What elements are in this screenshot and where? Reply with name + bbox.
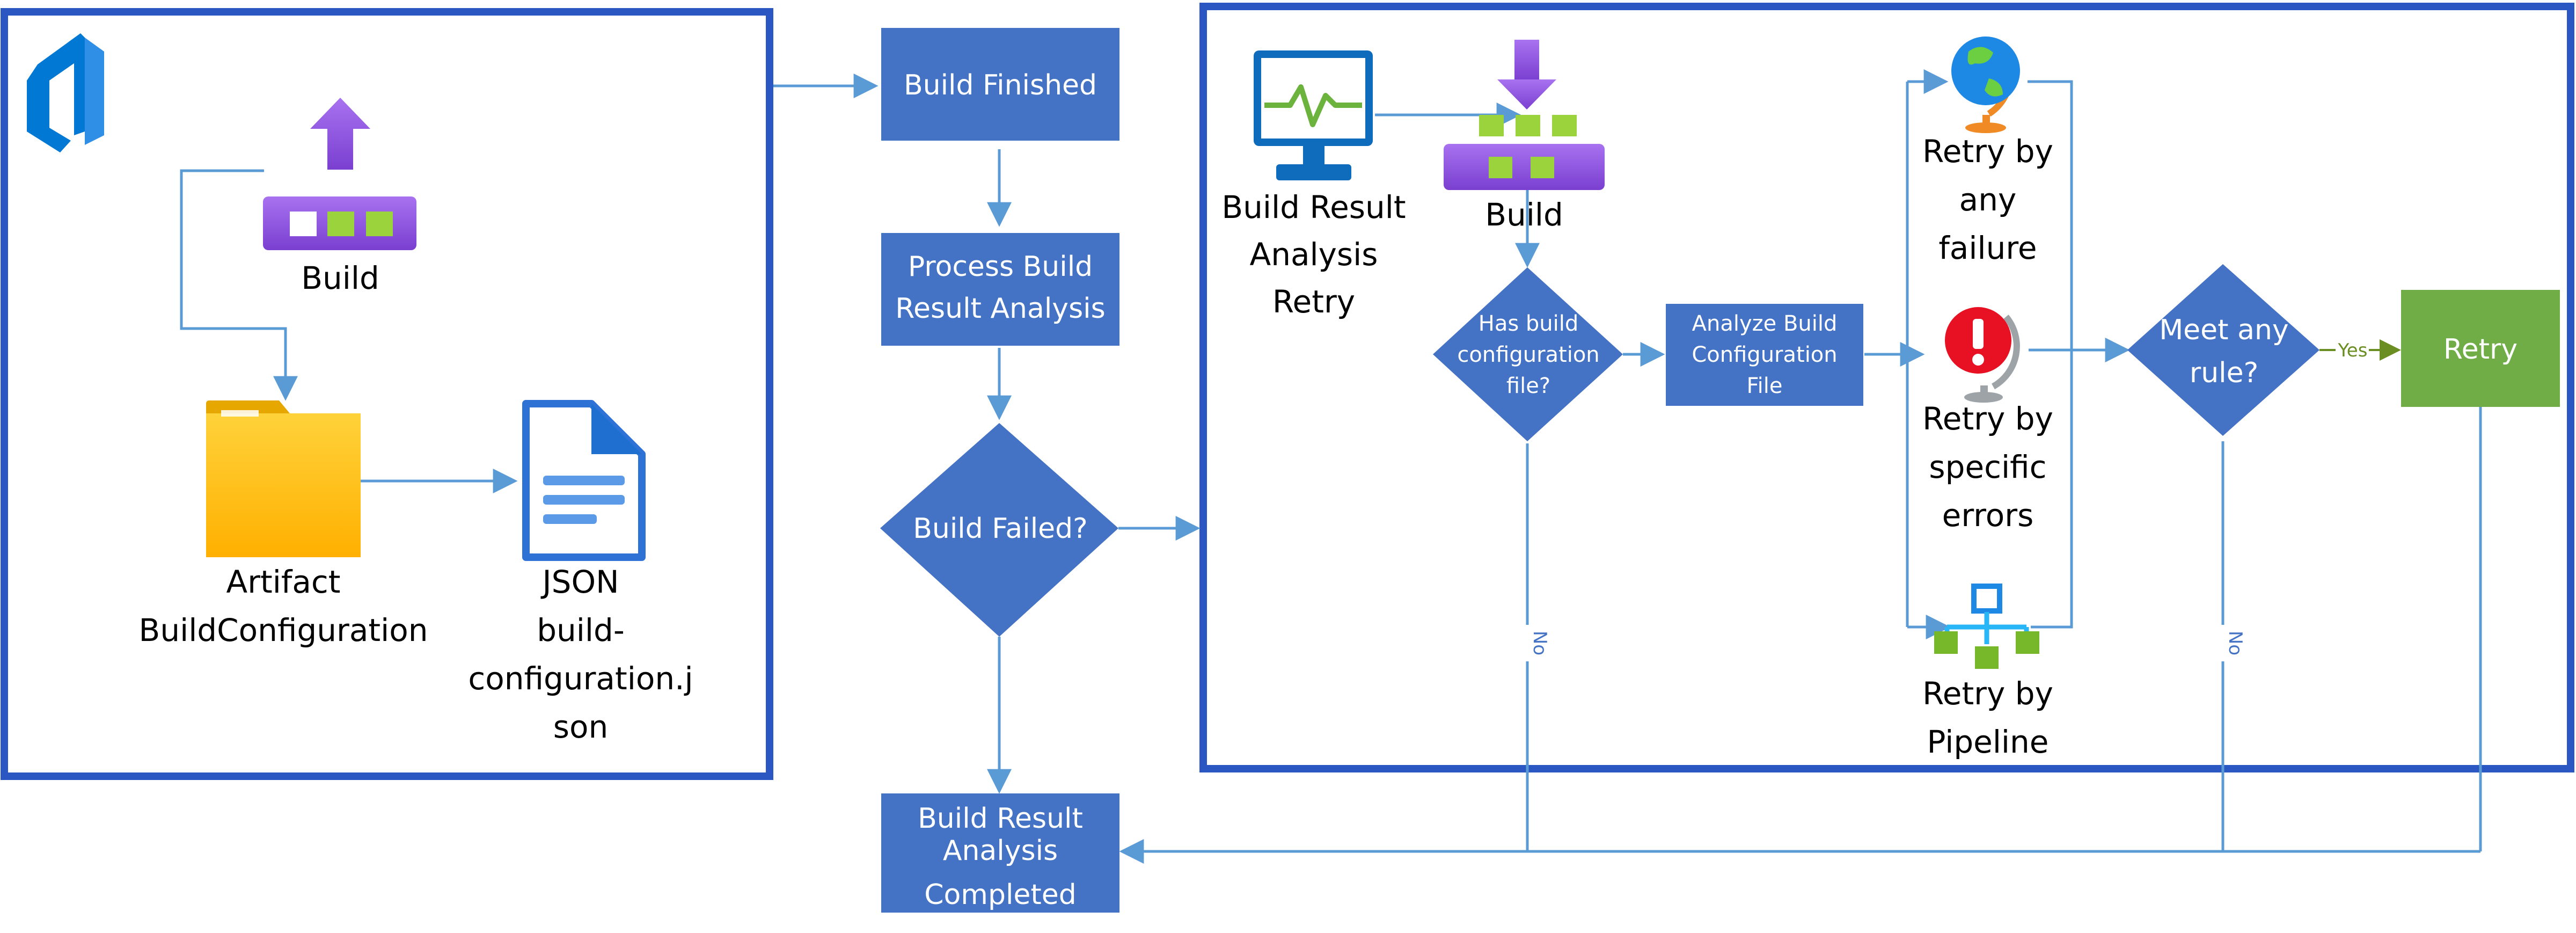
retry-title-line-3: Retry (1272, 283, 1355, 320)
artifact-label-line-2: BuildConfiguration (139, 612, 428, 648)
analyze-config-line-2: Configuration (1692, 342, 1837, 367)
retry-specific-line-3: errors (1942, 497, 2034, 534)
json-label-line-4: son (553, 709, 608, 745)
analyze-config-line-3: File (1747, 374, 1783, 398)
build-finished-label: Build Finished (904, 69, 1097, 101)
process-analysis-line-2: Result Analysis (895, 293, 1105, 325)
yes-label-bg (2336, 340, 2369, 360)
meet-rule-diamond (2127, 264, 2319, 436)
completed-line-1: Build Result (918, 803, 1083, 835)
retry-action-box (2401, 290, 2560, 407)
globe-icon (1951, 37, 2020, 133)
retry-pipeline-line-2: Pipeline (1927, 724, 2049, 760)
json-document-icon (522, 400, 646, 561)
meet-rule-line-2: rule? (2190, 357, 2258, 389)
has-config-line-1: Has build (1479, 311, 1579, 336)
retry-build-label: Build (1485, 196, 1563, 233)
no-label-bg-2 (2211, 625, 2235, 661)
connector-build-to-artifact (180, 169, 298, 401)
retry-title-line-2: Analysis (1250, 236, 1378, 273)
left-panel-frame (1, 8, 773, 780)
build-download-icon (1444, 40, 1605, 190)
error-globe-icon (1945, 307, 2020, 403)
retry-specific-line-1: Retry by (1922, 400, 2053, 437)
build-finished-box (881, 28, 1119, 141)
retry-any-line-3: failure (1938, 230, 2037, 266)
has-config-diamond (1433, 267, 1623, 441)
retry-pipeline-line-1: Retry by (1922, 675, 2053, 712)
connectors (180, 69, 2482, 864)
json-label-line-3: configuration.j (468, 660, 693, 697)
analysis-completed-box (881, 793, 1119, 913)
retry-action-label: Retry (2443, 333, 2518, 366)
azure-devops-logo-icon (27, 33, 104, 152)
retry-specific-line-2: specific (1929, 449, 2046, 485)
process-analysis-box (881, 233, 1119, 346)
retry-panel-frame (1199, 3, 2574, 772)
build-failed-diamond (880, 423, 1118, 637)
has-config-line-3: file? (1506, 374, 1550, 398)
no-label-meet-rule: No (2224, 631, 2246, 655)
json-label-line-2: build- (537, 612, 625, 648)
monitor-icon (1254, 50, 1373, 180)
meet-rule-line-1: Meet any (2159, 314, 2288, 346)
analyze-config-line-1: Analyze Build (1692, 311, 1838, 336)
no-label-has-config: No (1529, 631, 1550, 655)
build-failed-label: Build Failed? (913, 513, 1088, 545)
completed-line-2: Analysis (943, 835, 1058, 867)
build-upload-icon (263, 98, 416, 250)
retry-any-line-2: any (1959, 181, 2017, 218)
json-label-line-1: JSON (541, 564, 619, 600)
completed-line-3: Completed (924, 879, 1077, 911)
no-label-bg-1 (1516, 625, 1539, 661)
artifact-folder-icon (206, 400, 361, 557)
pipeline-hierarchy-icon (1934, 584, 2039, 669)
process-analysis-line-1: Process Build (908, 251, 1093, 283)
yes-label-meet-rule: Yes (2338, 340, 2368, 361)
connector-merge-bracket (2028, 80, 2073, 629)
analyze-config-box (1666, 304, 1863, 406)
retry-title-line-1: Build Result (1221, 189, 1406, 225)
left-build-label: Build (301, 260, 379, 296)
has-config-line-2: configuration (1457, 342, 1599, 367)
artifact-label-line-1: Artifact (226, 564, 341, 600)
retry-any-line-1: Retry by (1922, 133, 2053, 170)
